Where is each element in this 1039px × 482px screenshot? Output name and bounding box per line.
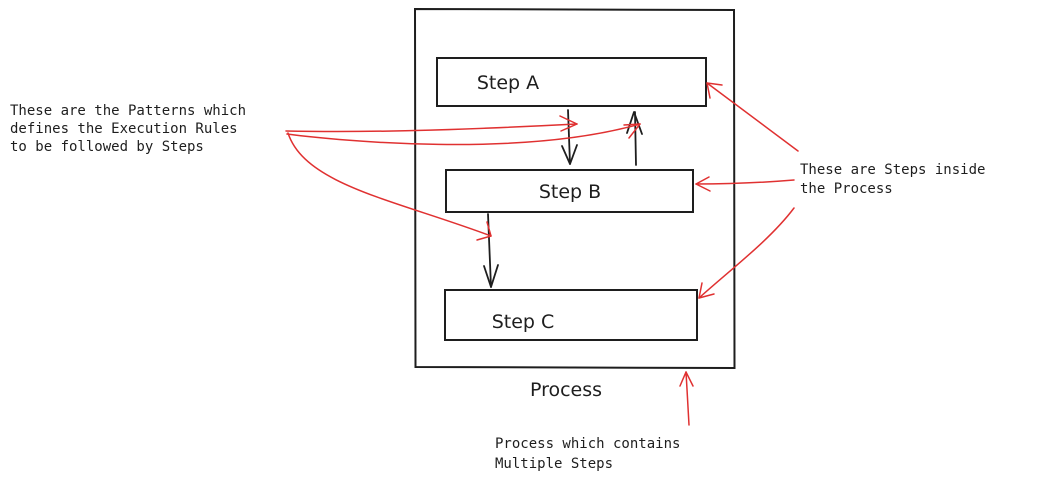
process-label: Process [530,379,602,401]
step-b-label: Step B [539,181,601,203]
steps-note: These are Steps inside the Process [800,162,985,197]
step-c-label: Step C [492,311,555,333]
flow-arrow-b-to-a [626,111,643,166]
patterns-note-line-3: to be followed by Steps [10,139,204,155]
steps-note-line-2: the Process [800,181,893,197]
step-a-label: Step A [477,72,539,94]
patterns-note: These are the Patterns which defines the… [10,103,246,155]
steps-note-line-1: These are Steps inside [800,162,985,178]
steps-arrow-b [695,176,795,192]
process-note: Process which contains Multiple Steps [495,436,680,472]
process-frame [413,7,736,370]
step-b-box [445,169,694,213]
patterns-note-line-2: defines the Execution Rules [10,121,238,137]
flow-arrow-b-to-c [483,213,499,288]
process-note-line-2: Multiple Steps [495,456,613,472]
flow-arrow-a-to-b [561,109,578,165]
step-a: Step A [436,57,707,107]
step-a-box [436,57,707,107]
process-arrow [679,371,694,426]
patterns-arrow-3 [287,132,492,241]
patterns-note-line-1: These are the Patterns which [10,103,246,119]
process-note-line-1: Process which contains [495,436,680,452]
patterns-arrow-2 [286,123,641,146]
steps-arrow-c [698,207,795,299]
step-c-box [444,289,698,341]
step-c: Step C [444,289,698,341]
patterns-arrow-1 [285,115,578,133]
process-container: Process [413,7,736,401]
steps-arrow-a [706,82,799,152]
step-b: Step B [445,169,694,213]
